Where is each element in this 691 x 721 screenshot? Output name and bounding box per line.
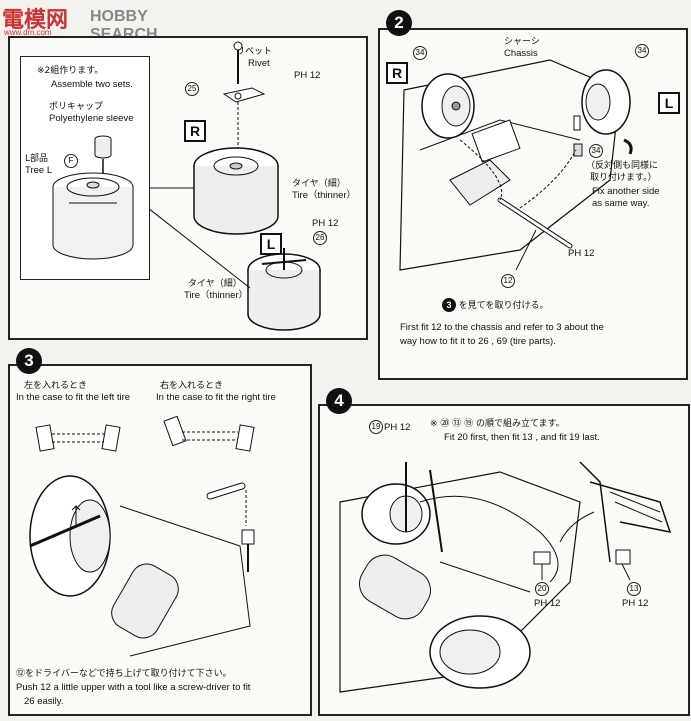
rivet-part-ph: PH 12 [294,70,321,81]
assemble-en: Assemble two sets. [51,79,133,90]
part-34-right: 34 [635,44,649,58]
step2-panel: 2 シャーシ Chassis 34 34 34 R L （反対側も同様に 取り付… [378,10,688,380]
right-case-en: In the case to fit the right tire [156,392,276,403]
tree-part-label: F [64,154,78,168]
chassis-jp: シャーシ [504,37,540,47]
step1-panel: ※2組作ります。 Assemble two sets. ポリキャップ Polye… [8,36,368,340]
part-19: 19 [369,420,383,434]
rivet-en: Rivet [248,58,270,69]
tire-r-en: Tire（thinner） [292,190,357,201]
step2-instr-en1: First fit 12 to the chassis and refer to… [400,322,604,333]
poly-en: Polyethylene sleeve [49,113,134,124]
step3-number: 3 [16,348,42,374]
step1-inset: ※2組作ります。 Assemble two sets. ポリキャップ Polye… [20,56,150,280]
ph-r: PH 12 [312,218,339,229]
part-13: 13 [627,582,641,596]
right-case-jp: 右を入れるとき [160,381,224,391]
other-side-en2: as same way. [592,198,650,209]
left-case-en: In the case to fit the left tire [16,392,131,403]
part-26: 26 [313,231,327,245]
step2-instr-en2: way how to fit it to 26 , 69 (tire parts… [400,336,556,347]
step3-note-en2: 26 easily. [24,696,64,707]
part-25: 25 [185,82,199,96]
tire-r-jp: タイヤ（細） [292,179,346,189]
part-20-ph: PH 12 [534,598,561,609]
l-label: L [260,233,282,255]
step4-order-jp: ※ ⑳ ⑬ ⑲ の順で組み立てます。 [430,419,565,429]
tire-assembly-drawing [150,41,321,331]
step2-instr-jp: を見てを取り付ける。 [458,301,549,311]
watermark: 電模网 www.dm.com HOBBY SEARCH [2,2,202,43]
part-34-bottom: 34 [589,144,603,158]
step2-part-12: 12 [501,274,515,288]
step3-panel: 3 左を入れるとき In the case to fit the left ti… [8,348,312,716]
step4-drawing [339,461,672,693]
step4-panel: 4 ※ ⑳ ⑬ ⑲ の順で組み立てます。 Fit 20 first, then … [318,388,690,716]
other-side-jp1: （反対側も同様に [586,161,659,171]
watermark-logo: 電模网 [2,7,69,32]
tire-l-jp: タイヤ（細） [188,279,242,289]
step3-note-jp: ⑫をドライバーなどで持ち上げて取り付けて下さい。 [16,669,232,679]
rivet-jp: リベット [236,47,273,57]
other-side-en1: Fix another side [592,186,660,197]
step4-number: 4 [326,388,352,414]
tree-jp: L部品 [25,154,49,164]
step2-number: 2 [386,10,412,36]
step2-ph12: PH 12 [568,248,595,259]
part-34-left: 34 [413,46,427,60]
part-19-ph: PH 12 [384,422,411,433]
chassis-en: Chassis [504,48,538,59]
step2-l-label: L [658,92,680,114]
chassis-drawing [399,59,633,271]
poly-jp: ポリキャップ [49,102,104,112]
ref-step3-icon: 3 [442,298,456,312]
other-side-jp2: 取り付けます。） [590,173,657,183]
r-label: R [184,120,206,142]
tree-en: Tree L [25,165,53,176]
step3-note-en1: Push 12 a little upper with a tool like … [16,682,251,693]
watermark-site: www.dm.com [4,28,52,37]
poly-sleeve-drawing [52,135,134,260]
assemble-jp: ※2組作ります。 [37,66,104,76]
part-20: 20 [535,582,549,596]
fit-diagram [29,415,255,657]
tire-l-en: Tire（thinner） [184,290,249,301]
part-13-ph: PH 12 [622,598,649,609]
left-case-jp: 左を入れるとき [24,381,88,391]
step4-order-en: Fit 20 first, then fit 13 , and fit 19 l… [444,432,600,443]
step2-r-label: R [386,62,408,84]
